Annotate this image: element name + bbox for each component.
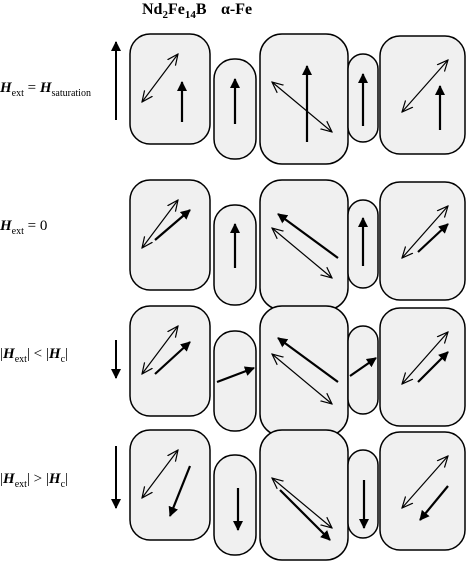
easy-axis-right-row4 [402, 456, 448, 508]
row-label-saturation: Hext = Hsaturation [0, 80, 91, 99]
header-hard-phase: Nd2Fe14B [142, 1, 207, 22]
easy-axis-left-row4 [142, 450, 178, 498]
magnetization-center-row3 [277, 337, 339, 383]
hard-grain-center-row3 [259, 305, 349, 437]
magnetization-left-row2 [154, 209, 191, 241]
easy-axis-left-row3 [142, 326, 178, 374]
hard-grain-left-row2 [129, 179, 211, 291]
magnetization-center-row2 [277, 213, 339, 259]
hard-grain-right-row3 [379, 307, 466, 427]
easy-axis-right-row2 [402, 206, 448, 258]
hard-grain-right-row2 [379, 181, 466, 301]
easy-axis-center-row2 [272, 228, 332, 278]
hard-grain-left-row1 [129, 33, 211, 145]
easy-axis-center-row3 [272, 354, 332, 404]
soft-grain-left-row3 [213, 330, 257, 432]
row-label-above-coercive: |Hext| > |Hc| [0, 471, 69, 490]
magnetization-center-row4 [279, 489, 331, 541]
hard-grain-center-row4 [259, 429, 349, 561]
hard-grain-right-row4 [379, 431, 466, 551]
easy-axis-left-row1 [142, 54, 178, 102]
row-label-zero: Hext = 0 [0, 218, 48, 237]
easy-axis-center-row1 [272, 82, 332, 132]
hard-grain-center-row2 [259, 179, 349, 311]
magnetization-left-row3 [154, 341, 191, 375]
magnetization-right-row2 [417, 223, 449, 253]
row-label-below-coercive: |Hext| < |Hc| [0, 346, 69, 365]
magnetization-right-row4 [419, 485, 449, 521]
header-soft-phase: α-Fe [221, 1, 253, 18]
magnetization-left-row4 [168, 465, 192, 517]
magnetization-soft-left-row3 [216, 366, 255, 384]
magnetization-right-row3 [417, 351, 449, 383]
hard-grain-center-row1 [259, 33, 349, 165]
soft-grain-left-row4 [213, 454, 257, 556]
easy-axis-right-row1 [402, 60, 448, 112]
magnetization-soft-right-row3 [349, 357, 377, 377]
easy-axis-left-row2 [142, 200, 178, 248]
hard-grain-right-row1 [379, 35, 466, 155]
hard-grain-left-row4 [129, 429, 211, 541]
easy-axis-right-row3 [402, 332, 448, 384]
soft-grain-right-row3 [347, 325, 379, 415]
easy-axis-center-row4 [272, 478, 332, 528]
